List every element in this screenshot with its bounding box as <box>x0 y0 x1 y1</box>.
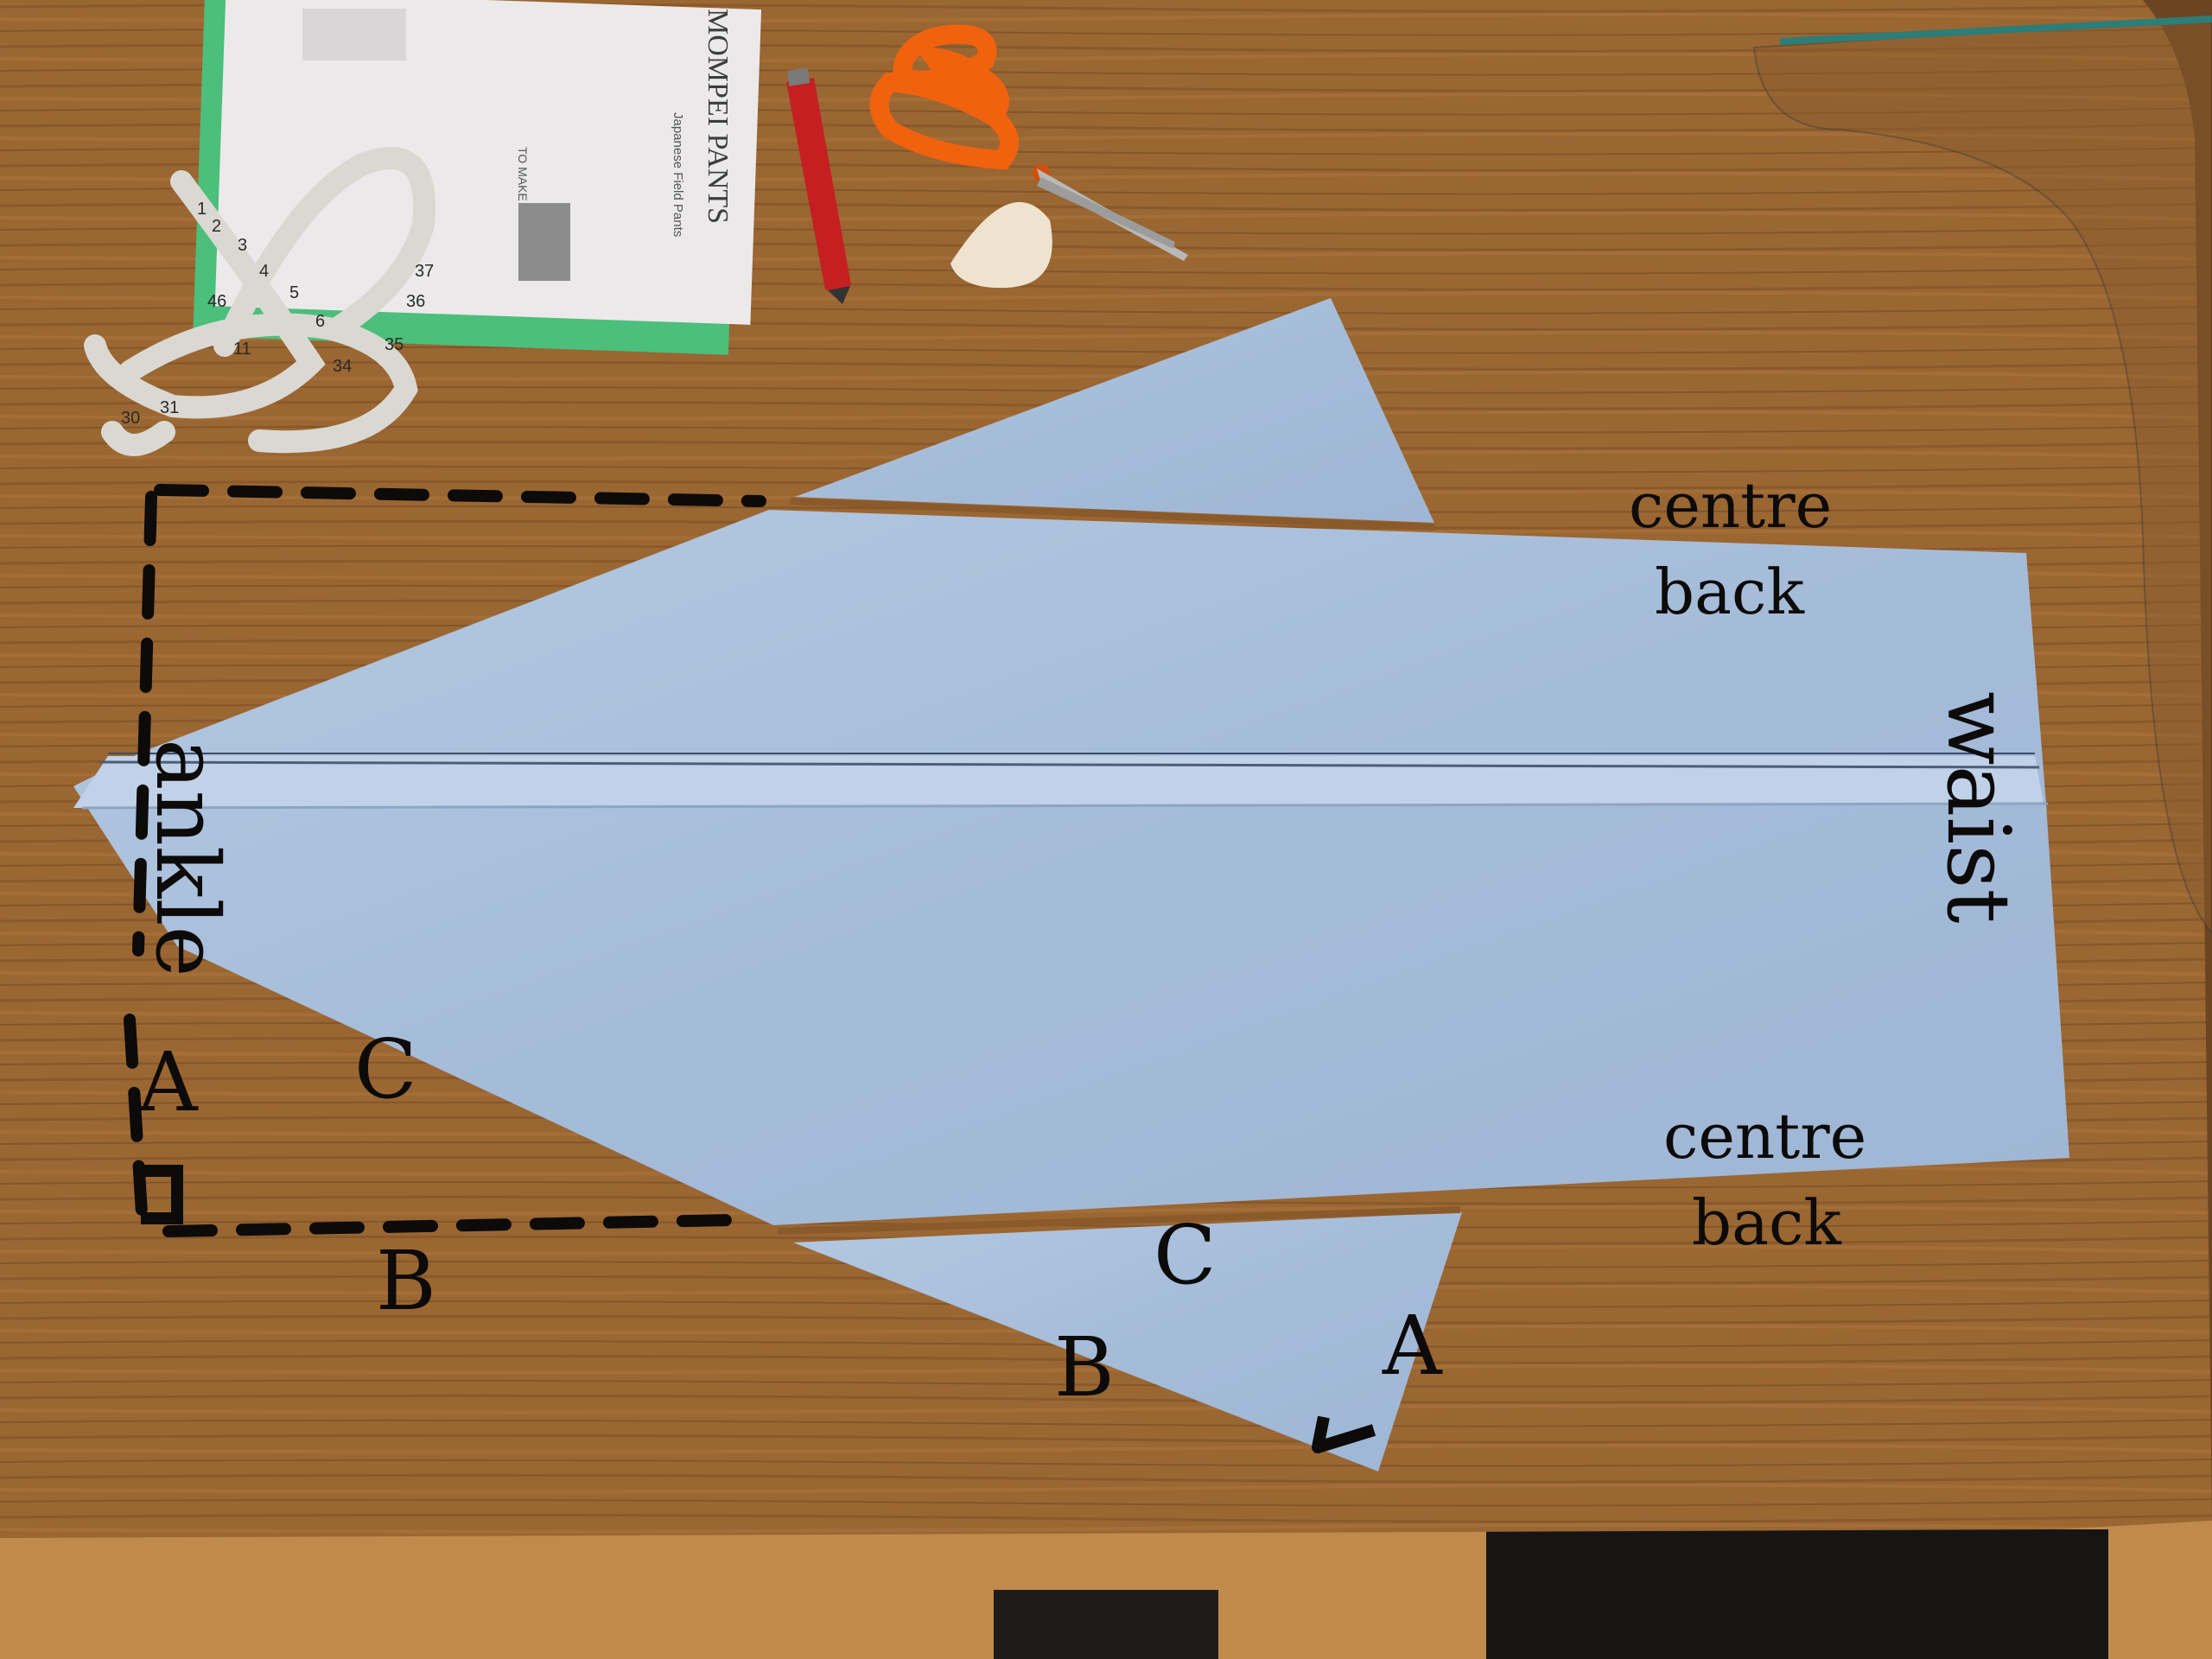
tape-measure-numbers: 1 2 3 4 5 6 11 30 31 34 35 36 37 46 <box>121 200 434 428</box>
svg-text:34: 34 <box>333 357 352 376</box>
fabric-main-panel <box>73 510 2069 1225</box>
cutting-mat <box>1752 16 2212 935</box>
dark-bag <box>1486 1529 2108 1659</box>
label-piece-c: C <box>1154 1208 1217 1303</box>
booklet-subtitle: Japanese Field Pants <box>671 112 685 237</box>
fabric-fold <box>73 756 2044 808</box>
svg-text:30: 30 <box>121 409 140 428</box>
label-piece-b: B <box>1054 1320 1115 1415</box>
svg-text:31: 31 <box>160 398 179 417</box>
label-centre-back-top-2: back <box>1655 556 1805 628</box>
svg-text:11: 11 <box>233 340 251 359</box>
dashed-cut-outline <box>124 484 766 1237</box>
label-centre-back-bottom-2: back <box>1692 1186 1842 1259</box>
label-piece-a: A <box>1382 1299 1443 1394</box>
orange-scissors <box>869 24 1188 261</box>
red-pencil <box>786 67 851 304</box>
fold-line-3 <box>81 802 2049 810</box>
svg-text:3: 3 <box>238 236 247 255</box>
label-left-b: B <box>376 1234 436 1329</box>
svg-text:35: 35 <box>385 335 404 354</box>
tailor-chalk <box>950 201 1052 289</box>
fabric-top-wedge <box>795 298 1434 523</box>
fabric <box>73 298 2069 1471</box>
booklet-diagram <box>302 9 406 60</box>
booklet-note: TO MAKE <box>516 147 530 201</box>
label-left-c: C <box>354 1022 417 1117</box>
tape-measure <box>84 147 436 456</box>
dark-object <box>994 1590 1218 1659</box>
svg-text:5: 5 <box>289 283 299 302</box>
fold-line-2 <box>99 760 2040 769</box>
svg-text:36: 36 <box>406 292 425 311</box>
right-angle-mark-left <box>141 1165 183 1224</box>
right-angle-mark-piece <box>1312 1415 1376 1453</box>
pattern-booklet: MOMPEI PANTS Japanese Field Pants TO MAK… <box>193 0 762 355</box>
booklet-title: MOMPEI PANTS <box>702 9 734 224</box>
label-centre-back-top-1: centre <box>1629 469 1832 542</box>
svg-text:2: 2 <box>212 217 221 236</box>
label-ankle: ankle <box>137 739 238 977</box>
svg-text:46: 46 <box>207 292 226 311</box>
label-waist: waist <box>1928 691 2029 924</box>
svg-text:6: 6 <box>315 312 325 331</box>
booklet-photo <box>518 203 570 281</box>
cutting-mat-edge <box>1779 16 2212 45</box>
label-left-a: A <box>137 1035 199 1130</box>
booklet-page <box>214 0 762 325</box>
svg-text:37: 37 <box>415 262 434 281</box>
svg-text:4: 4 <box>259 262 269 281</box>
svg-text:1: 1 <box>197 200 207 219</box>
fabric-bottom-wedge <box>793 1212 1462 1471</box>
cut-gap-bottom <box>777 1206 1461 1235</box>
cut-gap-top <box>790 498 1435 531</box>
label-centre-back-bottom-1: centre <box>1663 1100 1866 1173</box>
